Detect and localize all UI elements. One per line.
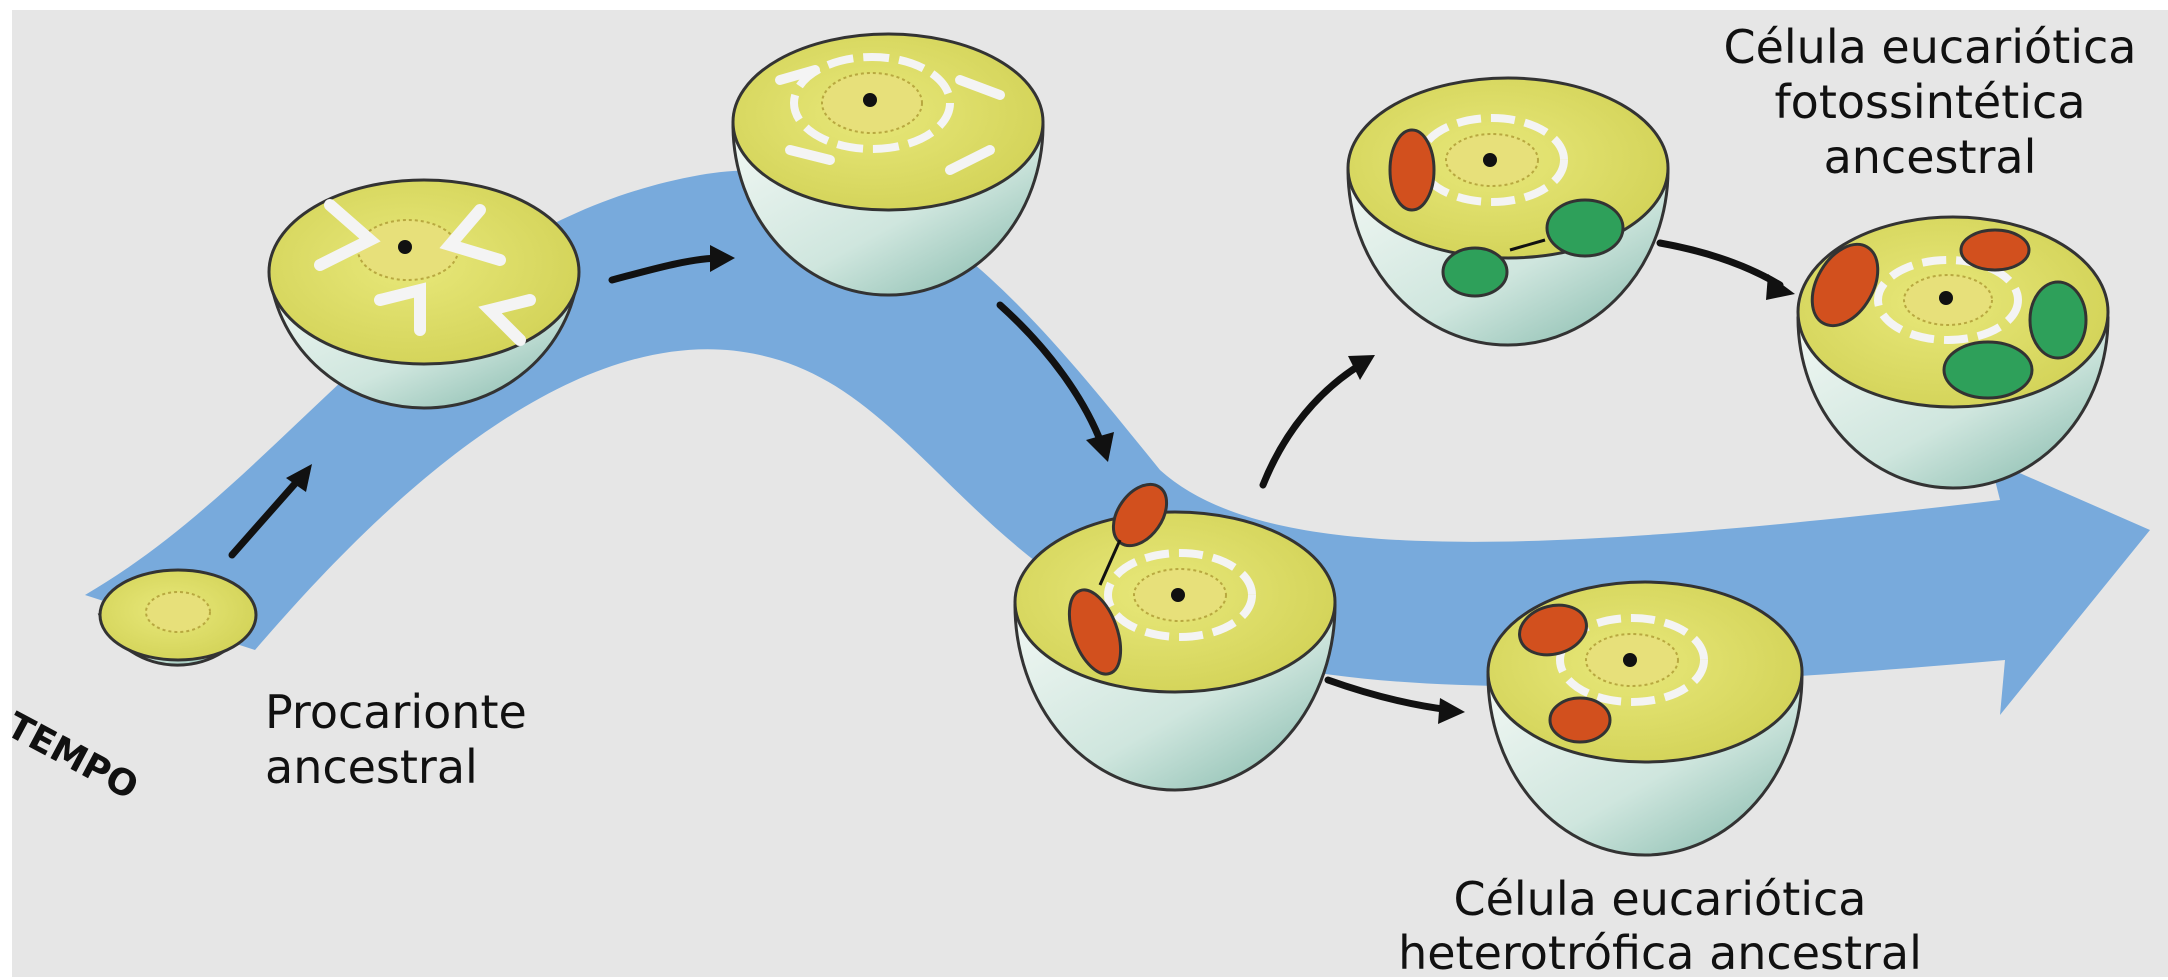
cell-icon (1488, 582, 1802, 855)
heterotrophic-label-line1: Célula eucariótica (1340, 872, 1980, 926)
photosynthetic-label-line1: Célula eucariótica (1700, 20, 2160, 74)
cell-icon (100, 570, 256, 665)
cell-icon (1798, 217, 2108, 488)
mitochondrion-icon (1961, 230, 2029, 270)
arrow-icon (1328, 680, 1450, 710)
chloroplast-icon (1547, 200, 1623, 256)
heterotrophic-label-line2: heterotrófica ancestral (1340, 926, 1980, 980)
chloroplast-icon (1944, 342, 2032, 398)
prokaryote-label-line1: Procarionte (265, 685, 527, 739)
mitochondrion-icon (1550, 698, 1610, 742)
arrow-icon (1263, 365, 1360, 485)
prokaryote-label-line2: ancestral (265, 740, 478, 794)
photosynthetic-label-line3: ancestral (1700, 130, 2160, 184)
chloroplast-icon (1443, 248, 1507, 296)
chloroplast-icon (2030, 282, 2086, 358)
cell-icon (1348, 78, 1668, 345)
arrow-icon (1660, 243, 1780, 285)
mitochondrion-icon (1390, 130, 1434, 210)
photosynthetic-label-line2: fotossintética (1700, 75, 2160, 129)
